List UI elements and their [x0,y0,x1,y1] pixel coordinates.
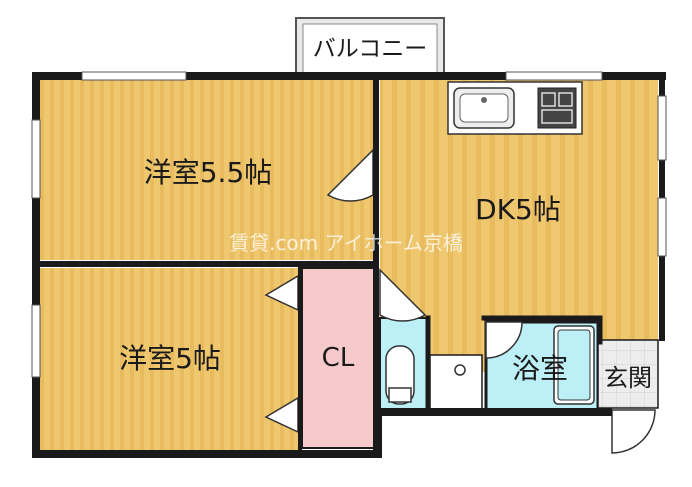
door-hall [379,268,427,322]
bathroom-label: 浴室 [512,352,568,385]
entrance-label: 玄関 [604,364,652,392]
watermark: 賃貸.com アイホーム京橋 [229,231,463,255]
door-entrance [611,409,656,454]
closet-label: CL [322,343,355,373]
western-room-1-floor [40,80,373,260]
closet [301,267,375,449]
windows [31,71,667,378]
closet-doors [264,274,299,434]
drain-icon [454,364,466,376]
western-room-1-label: 洋室5.5帖 [144,156,273,189]
stove-icon [537,87,577,129]
western-room-2-label: 洋室5帖 [119,342,221,375]
door-room1 [326,148,374,202]
entrance: 玄関 [597,339,659,409]
balcony: バルコニー [295,17,445,79]
balcony-label: バルコニー [313,36,428,62]
western-room-2-floor [40,268,298,450]
door-bath [485,321,523,359]
washroom [429,354,483,411]
toilet-room [379,317,429,411]
dk-label: DK5帖 [475,193,561,226]
